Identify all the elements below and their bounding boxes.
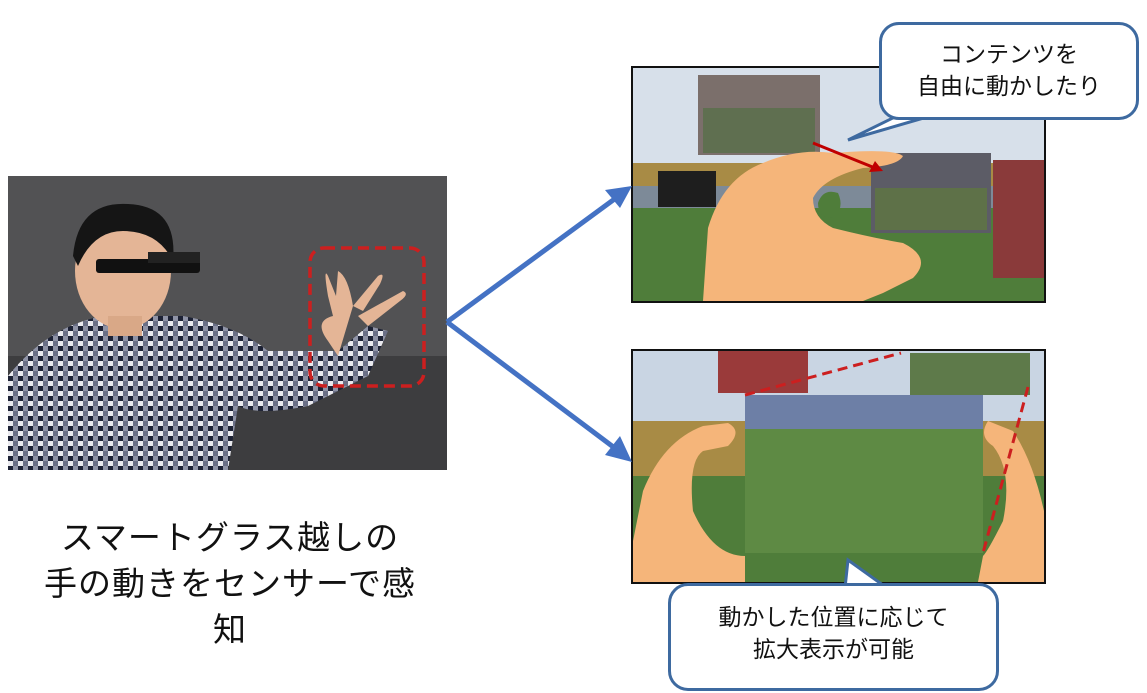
callout-move-content: コンテンツを 自由に動かしたり [879,22,1139,120]
caption-line1: スマートグラス越しの [60,518,400,557]
callout-bottom-line2: 拡大表示が可能 [753,637,914,663]
photo-person-with-smart-glasses [8,176,447,470]
callout-top-line1: コンテンツを [940,42,1078,68]
callout-top-line2: 自由に動かしたり [917,74,1101,100]
callout-zoom-display: 動かした位置に応じて 拡大表示が可能 [668,583,999,691]
callout-bottom-line1: 動かした位置に応じて [718,605,949,631]
stadium-view-zoom-content [631,349,1046,584]
caption-sensing-hand-motion: スマートグラス越しの 手の動きをセンサーで感知 [38,515,422,653]
caption-line2: 手の動きをセンサーで感知 [43,564,417,649]
